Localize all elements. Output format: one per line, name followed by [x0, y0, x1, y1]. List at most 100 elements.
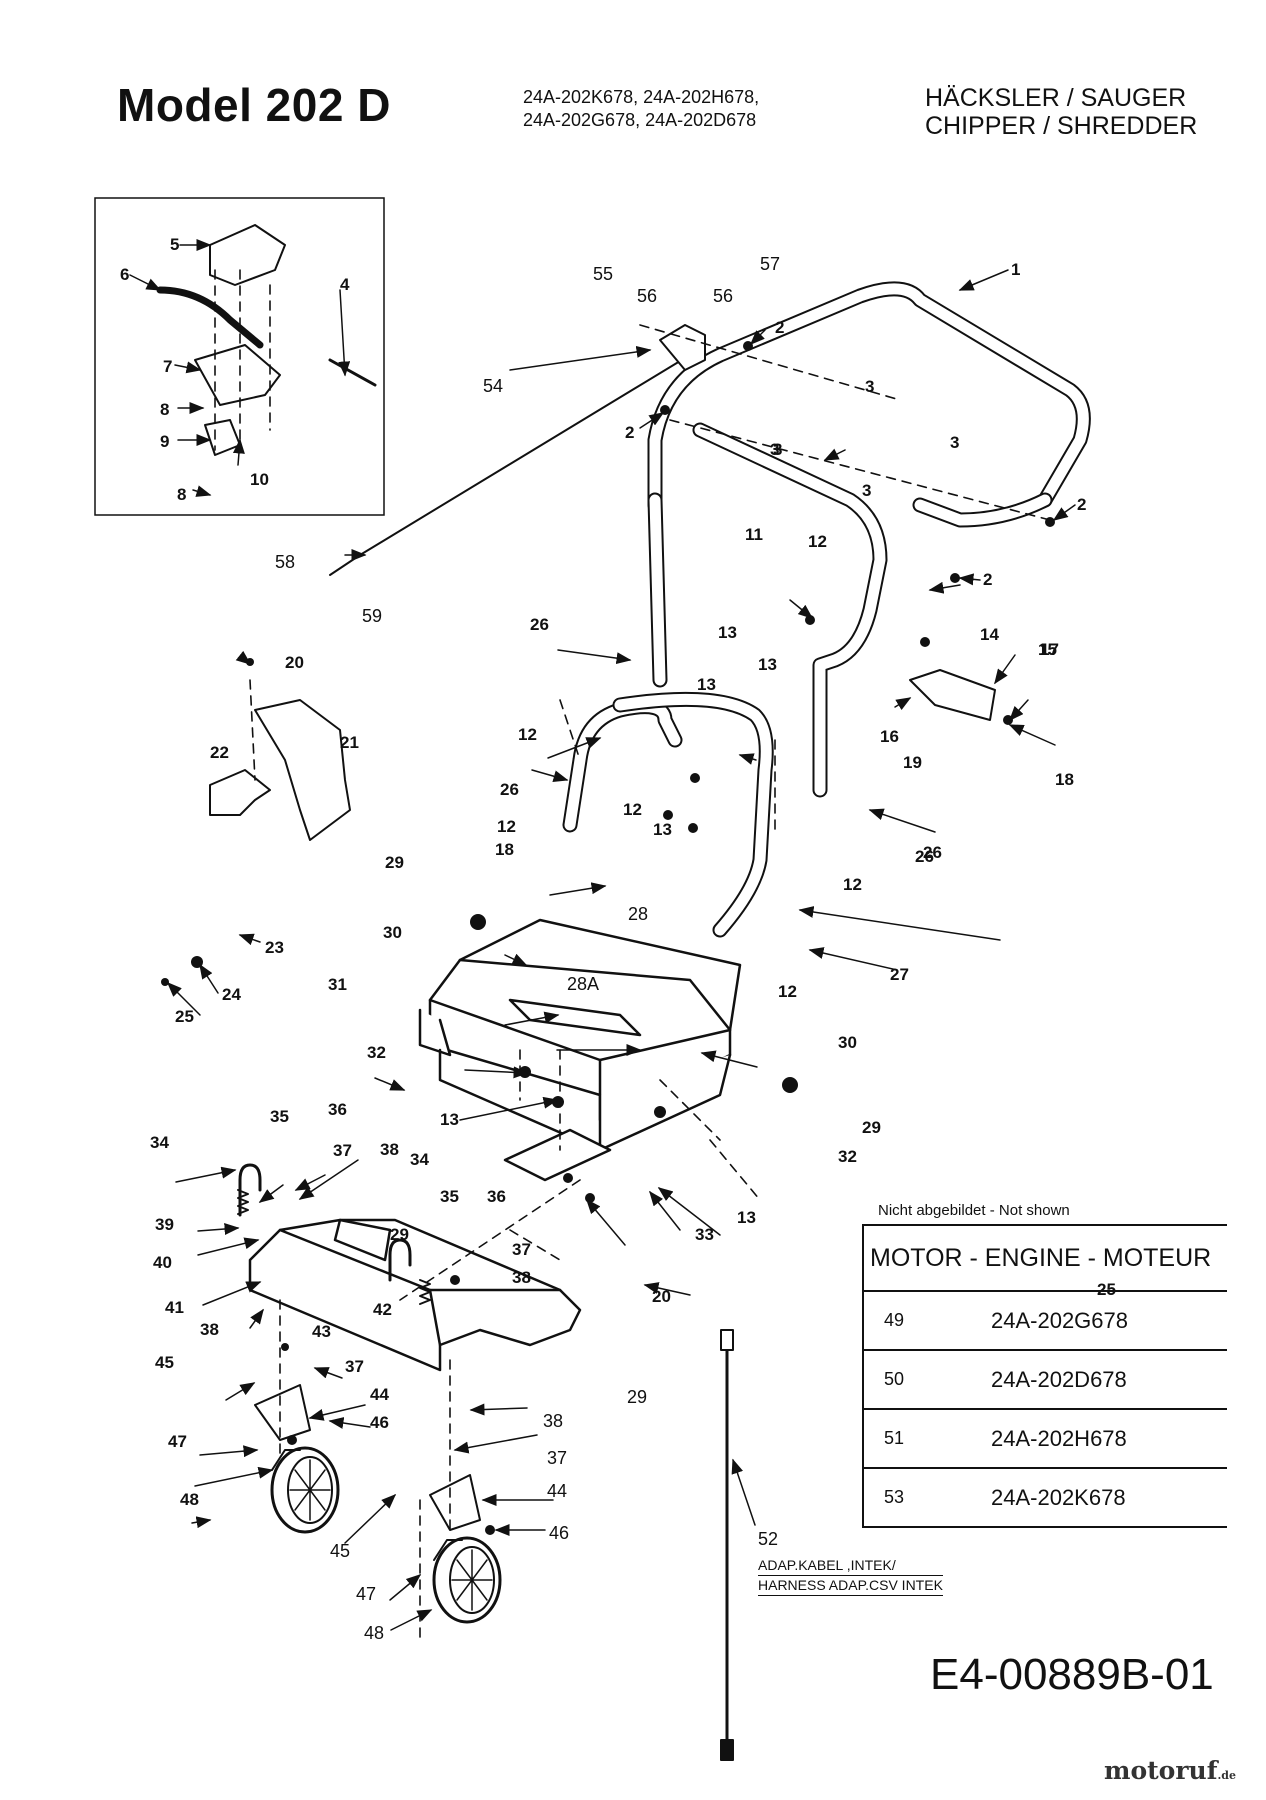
- spring-right: [419, 1279, 431, 1305]
- part-label: 16: [880, 727, 899, 746]
- part-label: 13: [653, 820, 672, 839]
- part-label: 20: [285, 653, 304, 672]
- part-label: 28: [628, 904, 648, 924]
- part-label: 2: [775, 318, 784, 337]
- part-label: 40: [153, 1253, 172, 1272]
- part-label: 29: [390, 1225, 409, 1244]
- part-label: 56: [637, 286, 657, 306]
- part-label: 27: [890, 965, 909, 984]
- deflector: [254, 699, 351, 841]
- part-label: 7: [163, 357, 172, 376]
- part-label: 54: [483, 376, 503, 396]
- part-label: 4: [340, 275, 350, 294]
- part-label: 32: [367, 1043, 386, 1062]
- part-label: 44: [370, 1385, 389, 1404]
- u-bolt-right: [388, 1238, 412, 1282]
- part-label: 46: [370, 1413, 389, 1432]
- handle-upper: [647, 281, 1091, 798]
- lever-plate: [194, 344, 281, 406]
- part-label: 55: [593, 264, 613, 284]
- engine-table-header: MOTOR - ENGINE - MOTEUR: [863, 1225, 1227, 1292]
- part-label: 8: [160, 400, 169, 419]
- part-label: 3: [865, 377, 874, 396]
- part-label: 36: [328, 1100, 347, 1119]
- part-label: 18: [1055, 770, 1074, 789]
- cable-clamp: [659, 324, 706, 371]
- part-label: 58: [275, 552, 295, 572]
- part-label: 37: [547, 1448, 567, 1468]
- part-label: 15: [1038, 640, 1057, 659]
- part-label: 59: [362, 606, 382, 626]
- lever-latch: [204, 419, 241, 456]
- part-label: 44: [547, 1481, 567, 1501]
- part-label: 12: [778, 982, 797, 1001]
- part-label: 12: [518, 725, 537, 744]
- part-label: 35: [440, 1187, 459, 1206]
- part-label: 20: [652, 1287, 671, 1306]
- part-label: 34: [410, 1150, 429, 1169]
- watermark: motoruf.de: [1104, 1756, 1236, 1785]
- part-label: 2: [983, 570, 992, 589]
- harness-label-english: HARNESS ADAP.CSV INTEK: [758, 1576, 943, 1596]
- lever-arm: [156, 286, 264, 349]
- part-label: 24: [222, 985, 241, 1004]
- part-label: 12: [497, 817, 516, 836]
- part-label: 38: [512, 1268, 531, 1287]
- part-label: 13: [697, 675, 716, 694]
- part-label: 29: [627, 1387, 647, 1407]
- lever-pin: [328, 358, 377, 387]
- part-label: 39: [155, 1215, 174, 1234]
- part-label: 13: [758, 655, 777, 674]
- model-numbers-line-1: 24A-202K678, 24A-202H678,: [523, 87, 760, 107]
- part-label: 33: [695, 1225, 714, 1244]
- part-label: 8: [177, 485, 186, 504]
- part-label: 23: [265, 938, 284, 957]
- wheel-left: [270, 1446, 340, 1534]
- product-type-german: HÄCKSLER / SAUGER: [925, 84, 1187, 112]
- page-title: Model 202 D: [117, 79, 391, 131]
- wheel-axle-bracket: [248, 1218, 582, 1372]
- part-label: 37: [345, 1357, 364, 1376]
- part-label: 14: [980, 625, 999, 644]
- model-numbers-line-2: 24A-202G678, 24A-202D678: [523, 110, 757, 130]
- product-type-english: CHIPPER / SHREDDER: [925, 112, 1198, 140]
- part-label: 37: [333, 1141, 352, 1160]
- deflector-bracket: [209, 769, 271, 816]
- part-label: 12: [808, 532, 827, 551]
- part-label: 13: [737, 1208, 756, 1227]
- part-label: 38: [543, 1411, 563, 1431]
- part-label: 29: [385, 853, 404, 872]
- part-label: 26: [915, 847, 934, 866]
- part-label: 29: [862, 1118, 881, 1137]
- caster-bracket-left: [254, 1384, 311, 1441]
- part-label: 34: [150, 1133, 169, 1152]
- drawing-number: E4-00889B-01: [930, 1650, 1214, 1699]
- latch-bracket: [909, 669, 996, 721]
- part-label: 48: [180, 1490, 199, 1509]
- part-label: 3: [950, 433, 959, 452]
- part-label: 26: [923, 843, 942, 862]
- part-label: 5: [170, 235, 179, 254]
- part-label: 45: [330, 1541, 350, 1561]
- lever-knob: [209, 224, 286, 286]
- part-label: 10: [250, 470, 269, 489]
- part-label: 46: [549, 1523, 569, 1543]
- harness-label: ADAP.KABEL ,INTEK/ HARNESS ADAP.CSV INTE…: [758, 1556, 943, 1596]
- part-label: 57: [760, 254, 780, 274]
- part-label: 1: [1011, 260, 1020, 279]
- spring-left: [237, 1189, 249, 1215]
- part-label: 2: [1077, 495, 1086, 514]
- part-label: 41: [165, 1298, 184, 1317]
- part-label: 56: [713, 286, 733, 306]
- part-label: 18: [495, 840, 514, 859]
- part-label: 35: [270, 1107, 289, 1126]
- part-label: 36: [487, 1187, 506, 1206]
- wheel-right: [432, 1536, 502, 1624]
- lever-inset-box: [94, 197, 385, 516]
